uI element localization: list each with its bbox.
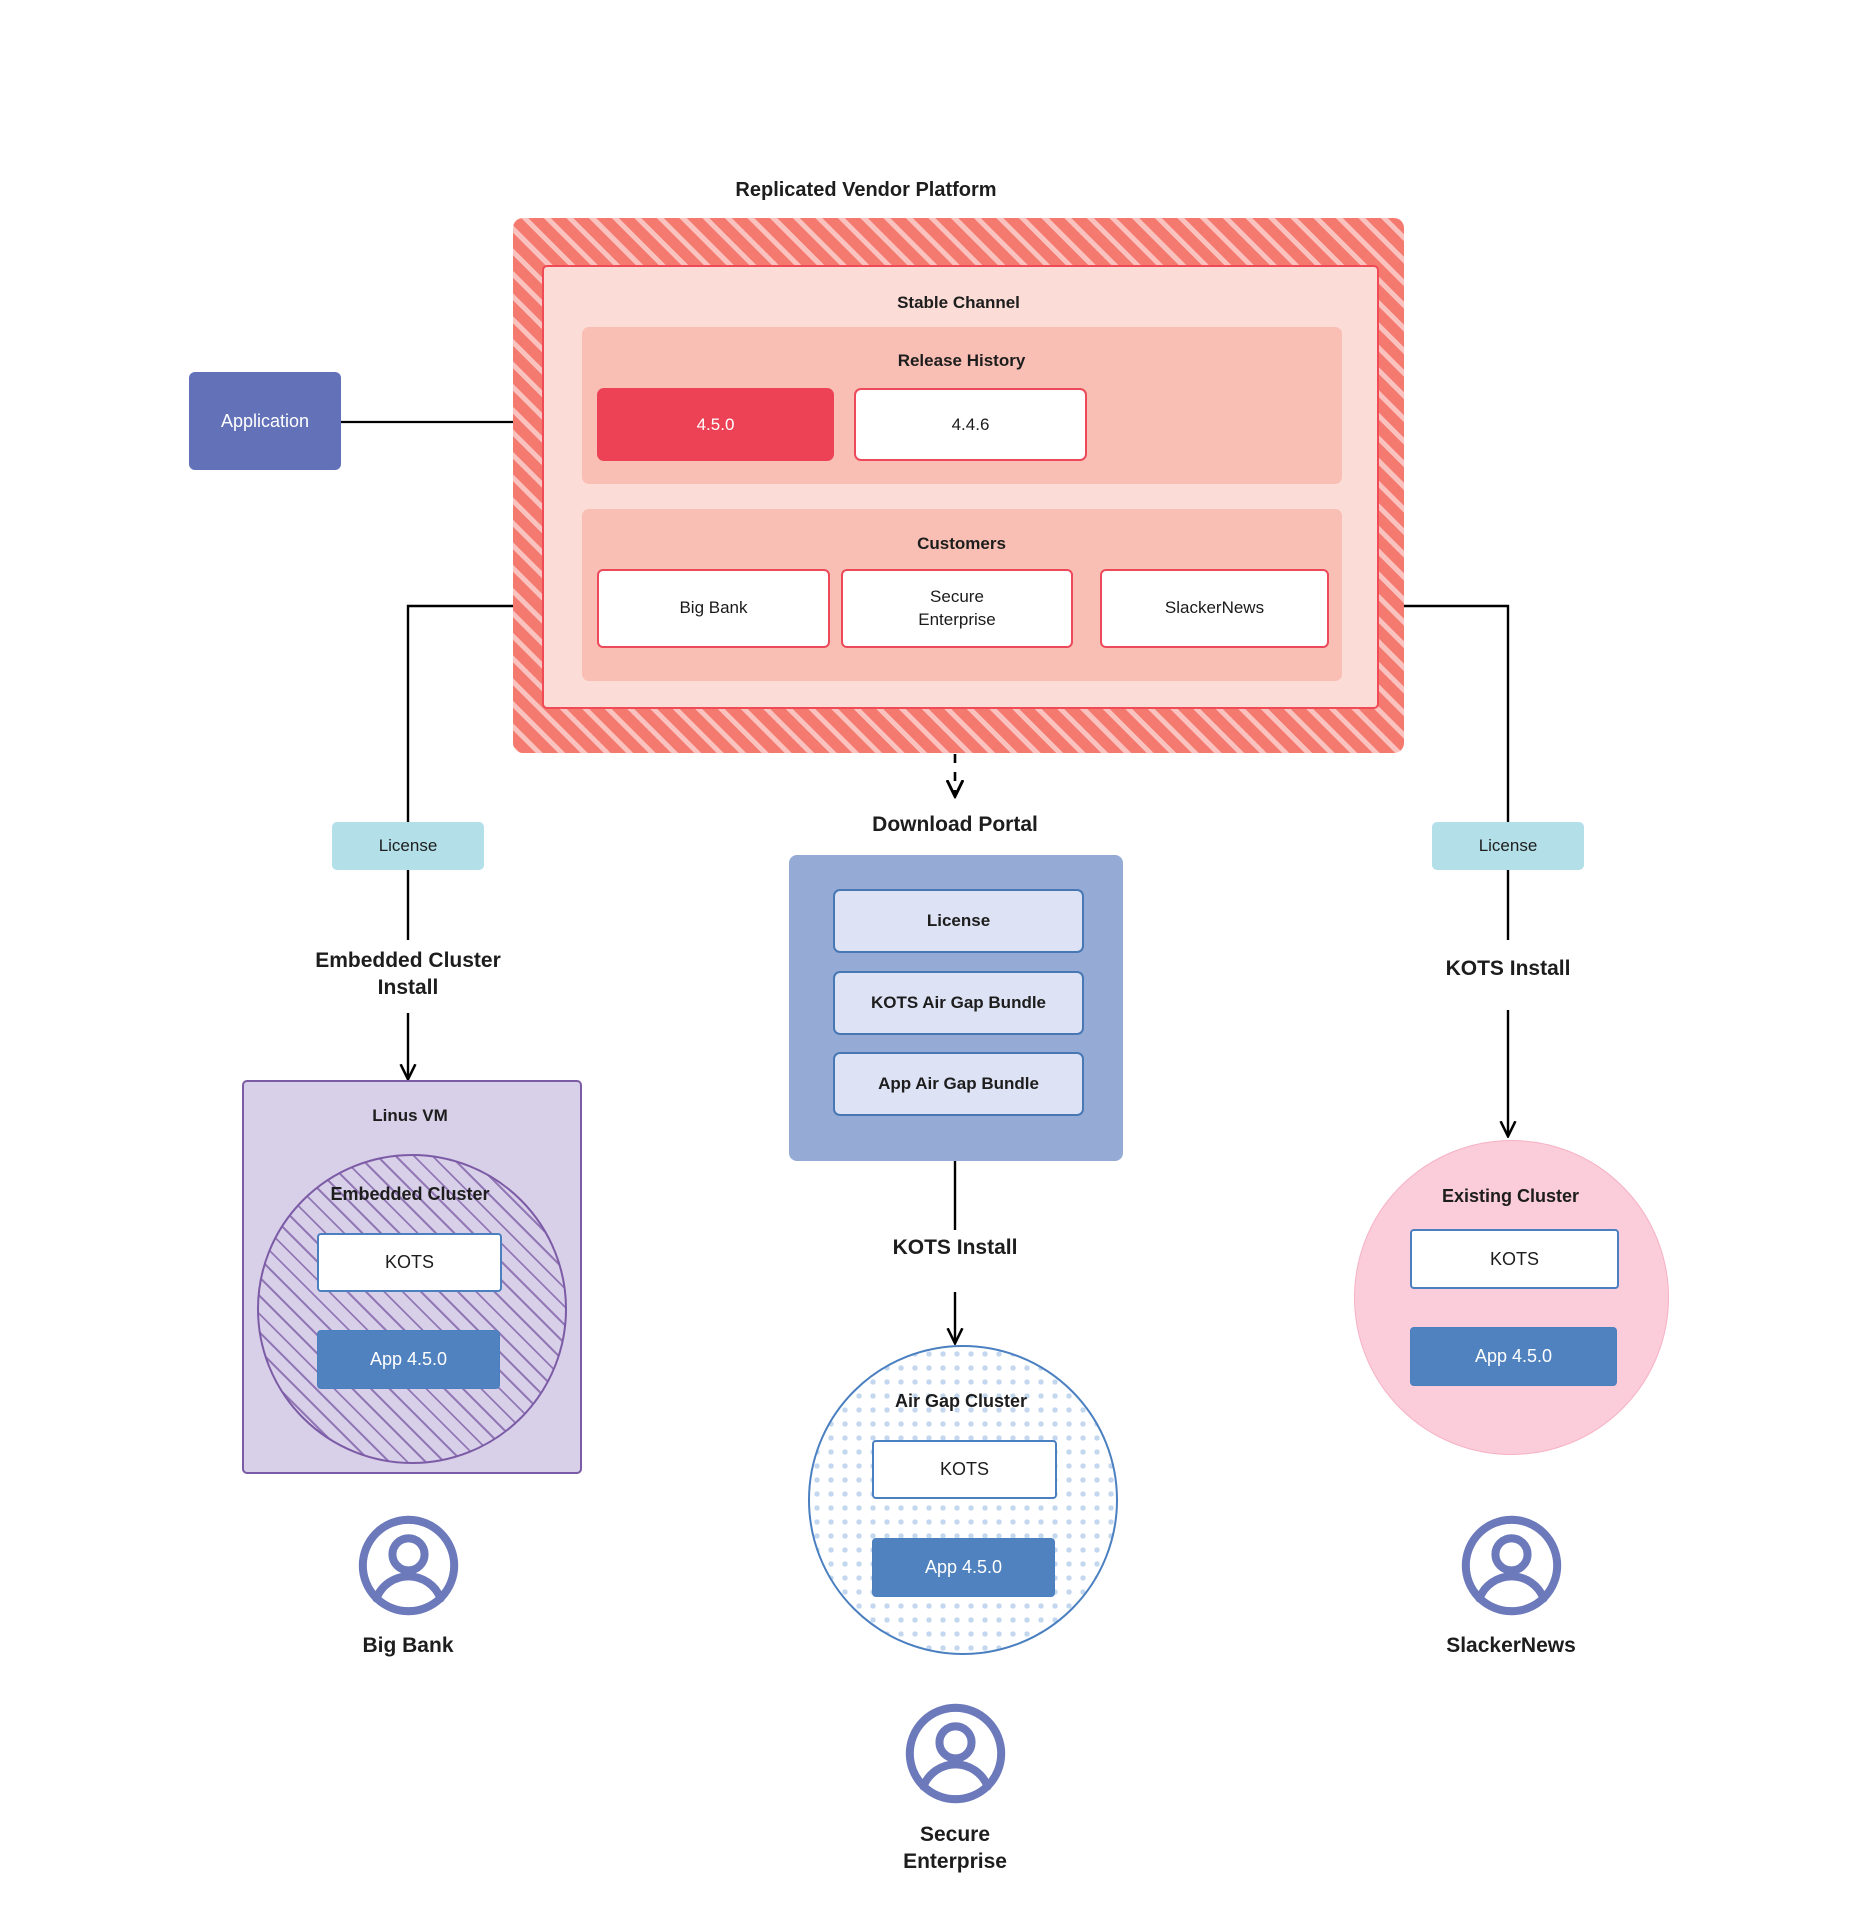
avatar-secure-enterprise <box>902 1700 1009 1807</box>
customer-label-big-bank: Big Bank <box>362 1634 454 1657</box>
air-gap-cluster-circle <box>808 1345 1118 1655</box>
embedded-cluster-circle <box>257 1154 567 1464</box>
kots-install-label-middle: KOTS Install <box>892 1236 1018 1259</box>
app-version-box-right[interactable]: App 4.5.0 <box>1410 1327 1617 1386</box>
existing-cluster-circle <box>1354 1140 1669 1455</box>
customer-label-slackernews: SlackerNews <box>1446 1634 1576 1657</box>
portal-item-license[interactable]: License <box>833 889 1084 953</box>
user-avatar-icon <box>1461 1515 1562 1616</box>
app-version-box-left[interactable]: App 4.5.0 <box>317 1330 500 1389</box>
customer-box-slackernews[interactable]: SlackerNews <box>1100 569 1329 648</box>
embedded-cluster-install-label: Embedded Cluster Install <box>315 949 501 999</box>
customer-box-secure-enterprise[interactable]: Secure Enterprise <box>841 569 1073 648</box>
user-avatar-icon <box>905 1703 1006 1804</box>
existing-cluster-label: Existing Cluster <box>1441 1186 1580 1206</box>
page-title: Replicated Vendor Platform <box>735 179 997 201</box>
app-version-box-middle[interactable]: App 4.5.0 <box>872 1538 1055 1597</box>
user-avatar-icon <box>358 1515 459 1616</box>
kots-box-right[interactable]: KOTS <box>1410 1229 1619 1289</box>
download-portal-title: Download Portal <box>872 813 1038 836</box>
release-item-current[interactable]: 4.5.0 <box>597 388 834 461</box>
kots-box-middle[interactable]: KOTS <box>872 1440 1057 1499</box>
avatar-big-bank <box>355 1512 462 1619</box>
license-chip-right[interactable]: License <box>1432 822 1584 870</box>
portal-item-app-airgap-bundle[interactable]: App Air Gap Bundle <box>833 1052 1084 1116</box>
release-item-previous[interactable]: 4.4.6 <box>854 388 1087 461</box>
release-history-title: Release History <box>897 351 1026 370</box>
license-chip-left[interactable]: License <box>332 822 484 870</box>
kots-install-label-right: KOTS Install <box>1445 957 1571 980</box>
kots-box-left[interactable]: KOTS <box>317 1233 502 1292</box>
air-gap-cluster-label: Air Gap Cluster <box>894 1391 1028 1411</box>
embedded-cluster-label: Embedded Cluster <box>330 1184 490 1204</box>
customer-label-secure-enterprise: Secure Enterprise <box>903 1823 1007 1873</box>
stable-channel-title: Stable Channel <box>897 293 1020 312</box>
avatar-slackernews <box>1458 1512 1565 1619</box>
portal-item-kots-airgap-bundle[interactable]: KOTS Air Gap Bundle <box>833 971 1084 1035</box>
linus-vm-label: Linus VM <box>372 1106 448 1125</box>
application-box[interactable]: Application <box>189 372 341 470</box>
customers-title: Customers <box>917 534 1006 553</box>
customer-box-big-bank[interactable]: Big Bank <box>597 569 830 648</box>
